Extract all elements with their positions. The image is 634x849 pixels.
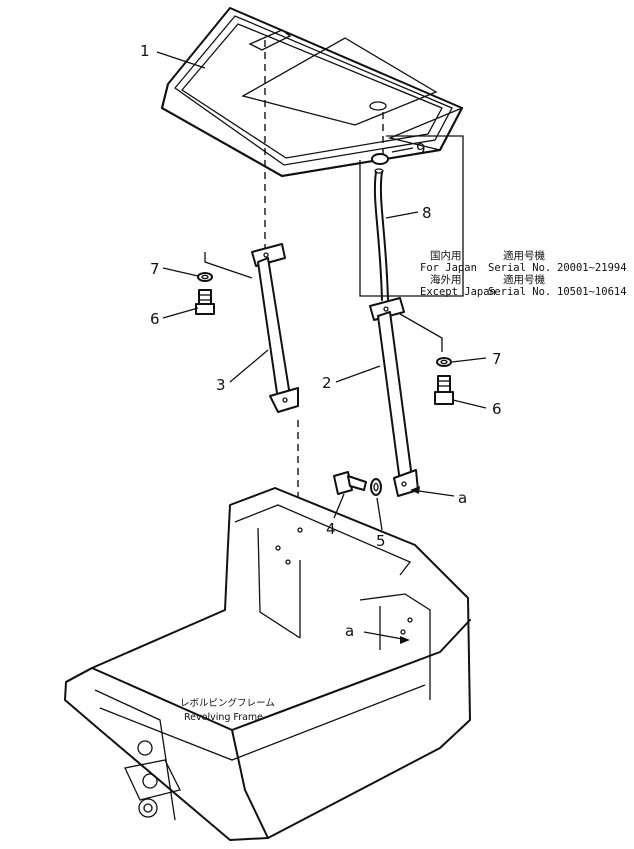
frame-label-en: Revolving Frame bbox=[184, 712, 263, 723]
ref-a-bottom: a bbox=[345, 622, 354, 640]
note-jp-serial-1: 適用号機 bbox=[503, 249, 545, 262]
right-washer bbox=[436, 357, 452, 367]
callout-9: 9 bbox=[416, 140, 426, 158]
note-for-japan: For Japan bbox=[420, 262, 477, 274]
callout-4: 4 bbox=[326, 520, 336, 538]
callout-7-left: 7 bbox=[150, 260, 160, 278]
left-stay bbox=[204, 243, 299, 413]
callout-6-right: 6 bbox=[492, 400, 502, 418]
note-range-2: 10501~10614 bbox=[557, 286, 627, 298]
mount-bolt bbox=[333, 471, 367, 495]
revolving-frame bbox=[64, 487, 471, 841]
note-jp-overseas: 海外用 bbox=[430, 273, 462, 286]
leader-3 bbox=[229, 349, 269, 383]
callout-8: 8 bbox=[422, 204, 432, 222]
support-rod bbox=[371, 153, 389, 301]
callout-7-right: 7 bbox=[492, 350, 502, 368]
callout-3: 3 bbox=[216, 376, 226, 394]
serial-note: 国内用 適用号機 For Japan Serial No. 20001~2199… bbox=[420, 249, 627, 298]
note-jp-domestic: 国内用 bbox=[430, 249, 462, 262]
note-serial-label-2: Serial No. bbox=[488, 286, 551, 298]
leader-8 bbox=[385, 211, 419, 219]
note-jp-serial-2: 適用号機 bbox=[503, 273, 545, 286]
left-washer bbox=[197, 272, 213, 282]
leader-7-left bbox=[162, 267, 199, 277]
frame-label-jp: レボルビングフレーム bbox=[180, 697, 275, 709]
leader-6-right bbox=[452, 399, 487, 409]
note-serial-label-1: Serial No. bbox=[488, 262, 551, 274]
leader-9 bbox=[391, 147, 414, 153]
left-bolt bbox=[195, 289, 215, 315]
leader-4 bbox=[333, 493, 345, 519]
leader-5 bbox=[376, 497, 383, 531]
note-range-1: 20001~21994 bbox=[557, 262, 627, 274]
note-except-japan: Except Japan bbox=[420, 286, 496, 298]
leader-1 bbox=[156, 51, 206, 69]
leader-2 bbox=[335, 365, 381, 383]
mount-washer bbox=[370, 478, 382, 496]
ref-a-top: a bbox=[458, 489, 467, 507]
rod-cap bbox=[371, 153, 389, 165]
callout-2: 2 bbox=[322, 374, 332, 392]
leader-6-left bbox=[162, 307, 199, 319]
leader-7-right bbox=[451, 357, 487, 363]
callout-1: 1 bbox=[140, 42, 150, 60]
callout-6-left: 6 bbox=[150, 310, 160, 328]
callout-5: 5 bbox=[376, 532, 386, 550]
right-bolt bbox=[434, 375, 454, 405]
serial-note-frame bbox=[359, 135, 464, 297]
right-stay bbox=[369, 297, 443, 497]
